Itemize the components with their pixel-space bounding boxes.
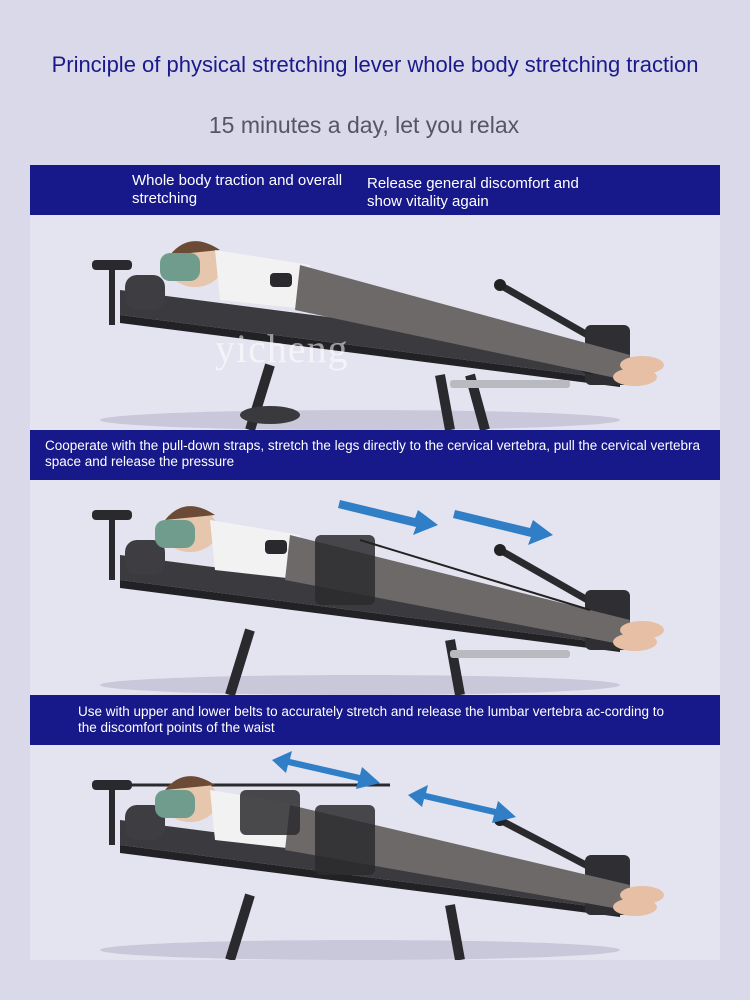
page-subtitle: 15 minutes a day, let you relax	[208, 112, 520, 138]
stretching-bench-image-3	[92, 751, 664, 960]
section1-caption-band: Whole body traction and overall stretchi…	[30, 165, 720, 215]
stretch-double-arrows	[272, 751, 516, 823]
stretching-bench-image-1	[92, 241, 664, 430]
stretch-arrows	[338, 500, 553, 545]
section3-text: Use with upper and lower belts to accura…	[78, 704, 665, 735]
section1-left-text: Whole body traction and overall stretchi…	[132, 172, 343, 207]
page-title: Principle of physical stretching lever w…	[51, 52, 699, 77]
stretching-bench-image-2	[92, 500, 664, 695]
section2-illustration	[30, 480, 720, 695]
section2-text: Cooperate with the pull-down straps, str…	[45, 438, 701, 469]
section2-caption-band: Cooperate with the pull-down straps, str…	[30, 430, 720, 480]
section1-illustration	[30, 215, 720, 430]
section1-right-text: Release general discomfort and show vita…	[367, 175, 579, 210]
watermark-text: yicheng	[215, 326, 349, 371]
section3-caption-band: Use with upper and lower belts to accura…	[30, 695, 720, 745]
section3-illustration	[30, 745, 720, 960]
